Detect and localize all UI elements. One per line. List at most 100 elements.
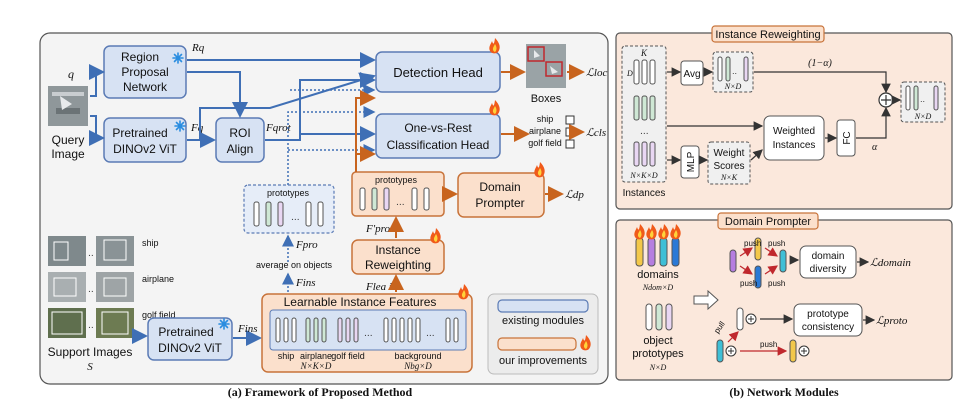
vit-support-label-1: Pretrained	[158, 325, 213, 339]
avg-box	[680, 60, 704, 86]
domains-label: domains	[637, 269, 679, 281]
instance-vectors: ...	[633, 59, 656, 167]
domain-prompter-box	[457, 172, 545, 218]
svg-text:...: ...	[291, 213, 300, 223]
reweighting-label-2: Reweighting	[365, 258, 431, 272]
ovr-label-1: One-vs-Rest	[404, 121, 472, 135]
weight-scores-dim: N×K	[720, 173, 738, 182]
roi-align-box	[215, 117, 265, 163]
svg-text:...: ...	[640, 127, 649, 137]
weight-scores-label-2: Scores	[713, 161, 744, 172]
nbgd-label: Nbg×D	[403, 361, 432, 371]
transform-arrow-icon	[693, 289, 719, 311]
avg-nd-label: N×D	[724, 82, 742, 91]
support-image-grid: .. .. ..	[48, 236, 134, 338]
avg-output-box	[712, 51, 754, 93]
avg-output-vectors: ..	[717, 56, 749, 82]
legend-improve-label: our improvements	[499, 355, 588, 367]
d-label: D	[626, 69, 633, 78]
frozen-icon	[172, 52, 184, 64]
boxes-label: Boxes	[531, 93, 562, 105]
push-label-1: push	[744, 239, 761, 248]
avg-label: Avg	[683, 69, 700, 80]
support-images-label: Support Images	[48, 345, 133, 359]
reweighting-label-1: Instance	[375, 243, 421, 257]
fins-support-label: Fins	[237, 323, 258, 335]
class-score-bars	[565, 115, 575, 149]
object-prototypes-dim: N×D	[649, 363, 667, 372]
svg-text:...: ...	[426, 329, 435, 339]
panel-a-caption: (a) Framework of Proposed Method	[228, 385, 413, 399]
weight-scores-box	[707, 141, 751, 185]
one-minus-alpha-label: (1−α)	[808, 58, 832, 69]
reweight-output-dim: N×D	[914, 112, 932, 121]
loss-proto-label: ℒproto	[876, 315, 908, 327]
push-label-5: push	[760, 340, 777, 349]
push-label-2: push	[768, 239, 785, 248]
fc-box	[836, 119, 856, 157]
push-label-4: push	[768, 279, 785, 288]
loss-domain-label: ℒdomain	[870, 257, 911, 269]
reweight-output-vectors: ..	[905, 85, 939, 111]
domain-prompter-label-1: Domain	[479, 180, 520, 194]
push-diagram	[729, 237, 787, 289]
mlp-label: MLP	[686, 151, 697, 172]
legend-swatch-improve	[497, 337, 577, 351]
query-symbol: q	[68, 67, 74, 81]
reweighting-module-title: Instance Reweighting	[715, 29, 820, 41]
domain-prompter-module-title: Domain Prompter	[725, 216, 812, 228]
alpha-label: α	[872, 142, 878, 153]
vit-query-label-2: DINOv2 ViT	[113, 142, 177, 156]
nkd-label-b: N×K×D	[629, 171, 657, 180]
group-label-background: background	[394, 351, 441, 361]
svg-text:..: ..	[920, 95, 925, 104]
domain-vectors	[634, 224, 681, 267]
learnable-features-title: Learnable Instance Features	[284, 295, 437, 309]
group-label-airplane: airplane	[300, 351, 332, 361]
vit-support-box	[147, 317, 233, 361]
svg-text:..: ..	[88, 249, 94, 259]
weighted-label-1: Weighted	[773, 126, 815, 137]
query-image-label-2: Image	[51, 147, 85, 161]
object-prototype-vectors	[645, 303, 673, 331]
support-class-airplane: airplane	[142, 274, 174, 284]
fpro-label: Fpro	[295, 239, 318, 251]
domain-diversity-box	[799, 245, 857, 279]
prototype-vectors: ...	[253, 201, 324, 227]
prototype-consistency-box	[793, 303, 863, 337]
group-label-ship: ship	[278, 351, 295, 361]
svg-text:..: ..	[88, 321, 94, 331]
support-class-golf-field: golf field	[142, 310, 176, 320]
boxes-output-image	[526, 44, 566, 88]
frozen-icon	[218, 318, 230, 330]
domain-prompter-label-2: Prompter	[475, 196, 524, 210]
cls-label-golf-field: golf field	[528, 138, 562, 148]
weighted-instances-box	[763, 115, 825, 161]
fc-label: FC	[842, 131, 853, 144]
prototypes-label: prototypes	[267, 188, 310, 198]
average-label: average on objects	[256, 260, 333, 270]
roi-label-2: Align	[227, 142, 254, 156]
group-label-golf-field: golf field	[331, 351, 365, 361]
ovr-label-2: Classification Head	[387, 138, 490, 152]
instances-label: Instances	[623, 188, 666, 199]
improved-prototype-vectors: ...	[359, 187, 430, 211]
object-prototypes-label-1: object	[643, 335, 672, 347]
rq-label: Rq	[191, 42, 205, 54]
rpn-label-3: Network	[123, 80, 168, 94]
pull-push-diagram	[716, 307, 810, 363]
support-class-ship: ship	[142, 238, 159, 248]
vit-support-label-2: DINOv2 ViT	[158, 341, 222, 355]
fpro-prime-label: F'pro	[365, 223, 390, 235]
prototype-consistency-label-2: consistency	[802, 322, 854, 333]
fins-label: Fins	[295, 277, 316, 289]
fqrot-label: Fqrot	[265, 122, 292, 134]
detection-head-label: Detection Head	[393, 65, 483, 80]
svg-text:..: ..	[88, 285, 94, 295]
object-prototypes-label-2: prototypes	[632, 348, 684, 360]
vit-query-label-1: Pretrained	[112, 126, 167, 140]
rpn-label-2: Proposal	[121, 65, 168, 79]
legend-box	[487, 293, 599, 375]
nkd-label: N×K×D	[300, 361, 332, 371]
legend-swatch-existing	[497, 299, 589, 313]
